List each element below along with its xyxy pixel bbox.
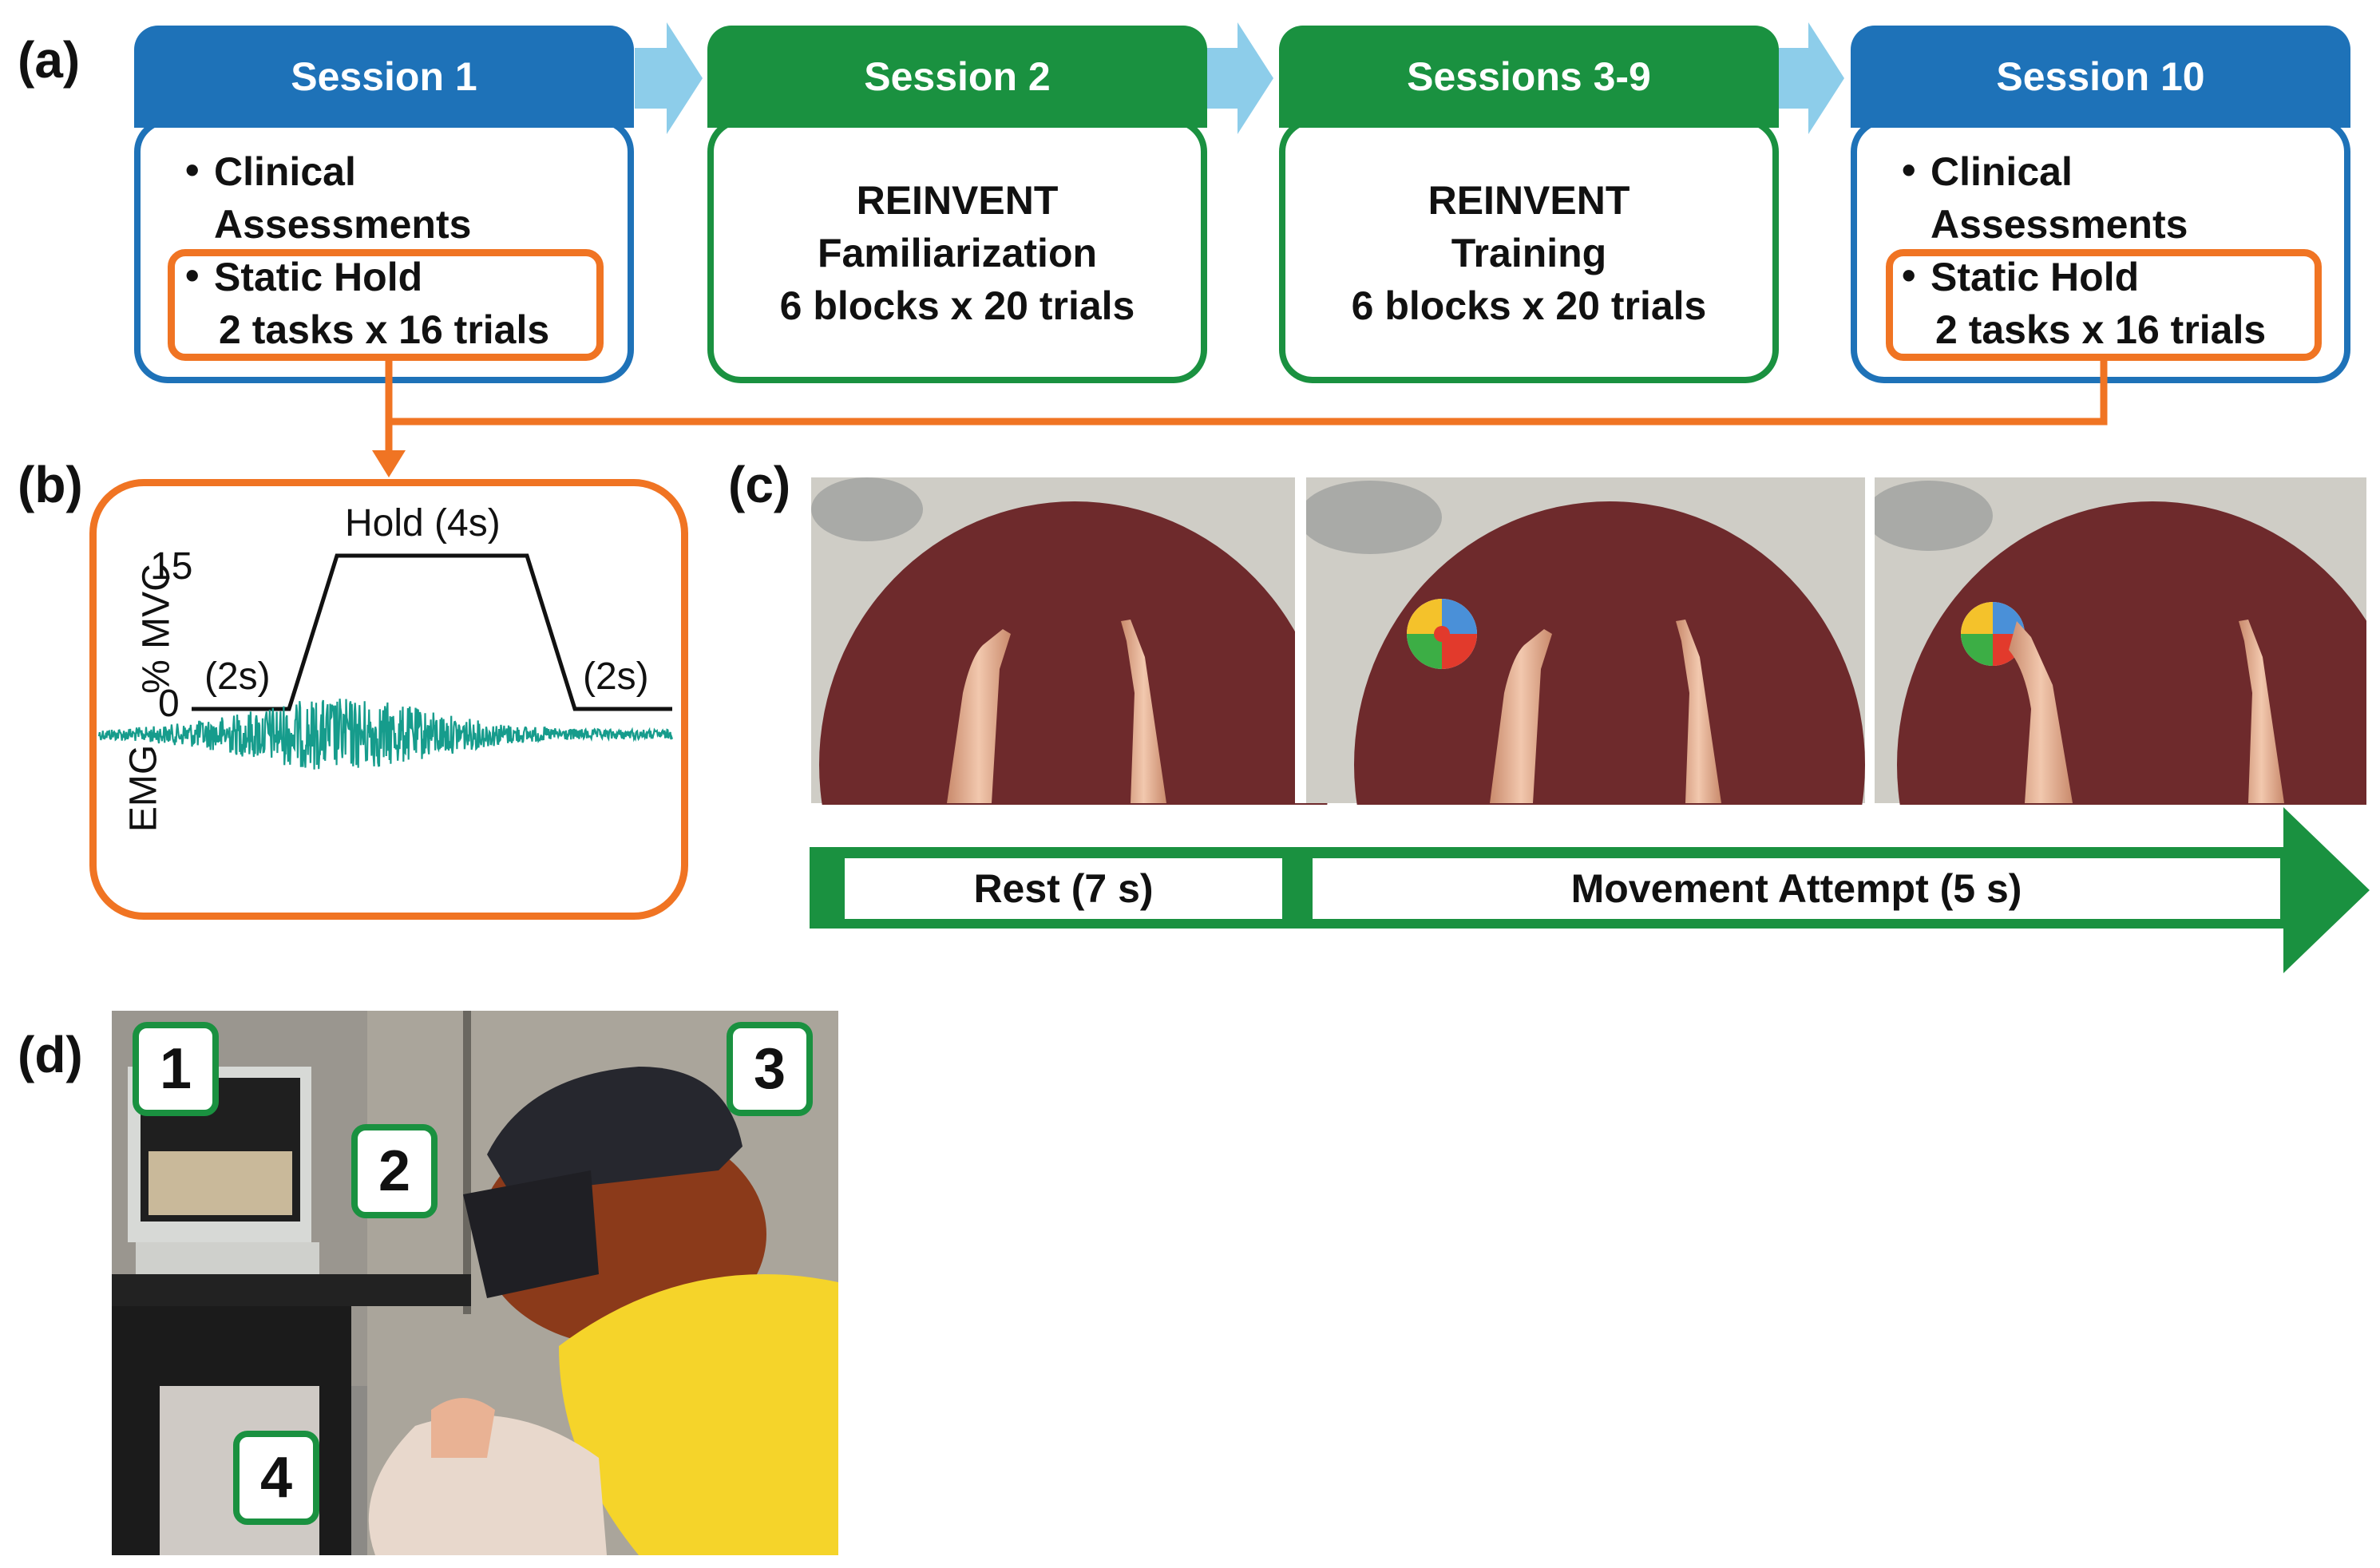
bullet-dot: •: [1902, 253, 1916, 298]
ramp-right-label: (2s): [583, 655, 649, 698]
session-1-static-hold-highlight: [168, 249, 604, 361]
session-10-item-2a: Static Hold: [1931, 255, 2140, 299]
session-2-line-2: Familiarization: [817, 231, 1098, 275]
panel-label-a: (a): [18, 31, 81, 89]
session-10-static-hold-highlight: [1886, 249, 2322, 361]
session-3-9-line-2: Training: [1451, 231, 1607, 275]
panel-label-c: (c): [728, 456, 791, 513]
setup-photo: [112, 1011, 838, 1555]
movement-label: Movement Attempt (5 s): [1570, 866, 2022, 911]
session-arrows: [635, 22, 1844, 134]
setup-label-1: 1: [133, 1022, 219, 1116]
session-3-9-line-3: 6 blocks x 20 trials: [1351, 283, 1707, 328]
arm-sleeve: [368, 1415, 607, 1555]
arrow-1-2: [635, 22, 703, 134]
session-1-item-2a: Static Hold: [214, 255, 423, 299]
vr-headset: [463, 1170, 599, 1298]
emg-trace: [97, 699, 674, 770]
hold-label: Hold (4s): [345, 502, 501, 544]
session-1-item-1b: Assessments: [214, 202, 472, 247]
bullet-dot: •: [1902, 148, 1916, 192]
setup-label-2: 2: [351, 1124, 438, 1218]
session-2-header: Session 2: [707, 26, 1207, 128]
panel-label-b: (b): [18, 456, 83, 513]
setup-label-4: 4: [233, 1431, 319, 1525]
session-10-item-1b: Assessments: [1931, 202, 2188, 247]
bullet-dot: •: [185, 148, 200, 192]
arrow-2-3: [1206, 22, 1273, 134]
protocol-box: [89, 479, 688, 920]
static-hold-connector: [372, 361, 2108, 477]
session-2-line-1: REINVENT: [856, 178, 1059, 223]
y-axis-label: % MVC: [135, 564, 178, 694]
session-1-item-2b: 2 tasks x 16 trials: [219, 307, 550, 352]
ramp-left-label: (2s): [204, 655, 271, 698]
rest-label: Rest (7 s): [973, 866, 1154, 911]
session-1-item-1a: Clinical: [214, 149, 356, 194]
session-3-9-box: [1279, 118, 1779, 383]
session-1-header: Session 1: [134, 26, 634, 128]
timeline-arrow: [810, 807, 2370, 973]
yellow-shirt: [559, 1274, 838, 1555]
vr-frames: [811, 477, 2366, 805]
panel-label-d: (d): [18, 1026, 83, 1083]
hand: [431, 1398, 495, 1458]
session-10-header: Session 10: [1851, 26, 2350, 128]
session-3-9-line-1: REINVENT: [1428, 178, 1630, 223]
eeg-cap: [487, 1067, 743, 1194]
session-10-item-2b: 2 tasks x 16 trials: [1935, 307, 2267, 352]
vr-frame-rest: [811, 477, 1330, 805]
bullet-dot: •: [185, 253, 200, 298]
session-2-line-3: 6 blocks x 20 trials: [779, 283, 1135, 328]
emg-label: EMG: [122, 744, 165, 833]
setup-label-3: 3: [727, 1022, 813, 1116]
y-tick-top: 15: [150, 545, 193, 588]
session-3-9-header: Sessions 3-9: [1279, 26, 1779, 128]
arrow-3-4: [1776, 22, 1844, 134]
protocol-plot: [97, 553, 674, 770]
session-10-item-1a: Clinical: [1931, 149, 2073, 194]
vr-frame-ball-appears: [1298, 477, 1865, 805]
y-tick-bottom: 0: [158, 683, 180, 725]
vr-frame-grasp: [1865, 477, 2366, 805]
